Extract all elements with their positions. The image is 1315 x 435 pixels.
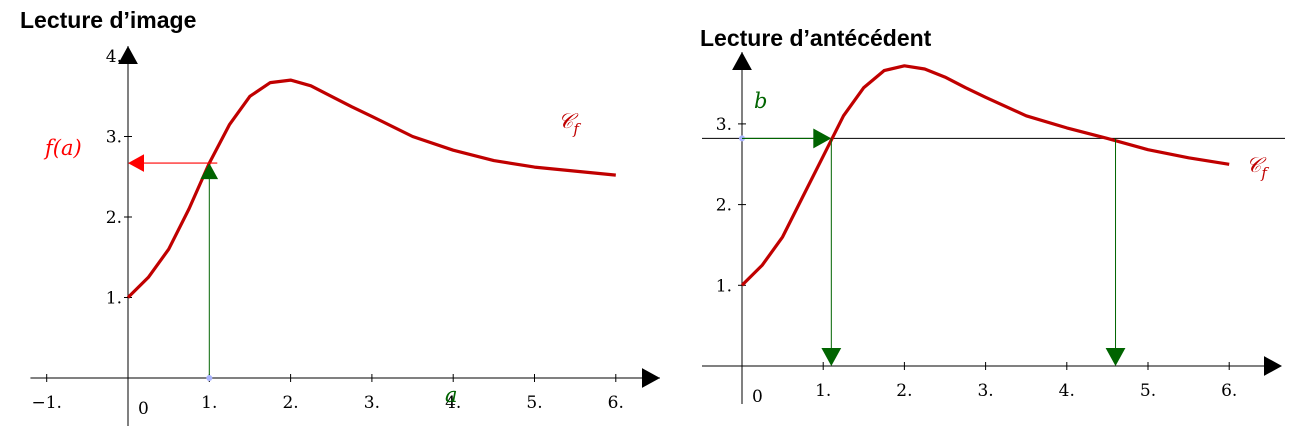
level-label-b: b [754, 89, 767, 113]
x-tick-label: 1. [201, 393, 217, 413]
image-label-fa: f(a) [43, 136, 82, 160]
x-axis-arrow [642, 368, 660, 388]
chart-antecedent-reading: 1. 2. 3. 4. 5. 6. 1. 2. 3. 0 𝒞f b [702, 52, 1285, 407]
y-tick-label: 3. [106, 128, 122, 148]
y-tick-label: 4. [106, 47, 122, 67]
y-axis-arrow [118, 46, 138, 64]
x-tick-label: 6. [608, 393, 624, 413]
x-tick-label: 4. [1059, 381, 1075, 401]
curve-cf [740, 64, 1230, 287]
antecedent-arrowhead-2 [1105, 348, 1126, 366]
x-tick-label: 2. [282, 393, 298, 413]
antecedent-label-a: a [445, 383, 458, 407]
curve-label: 𝒞f [1246, 153, 1269, 182]
reading-arrowhead-left [128, 154, 144, 172]
curve-cf [126, 78, 616, 299]
reading-arrowhead-right [813, 128, 832, 149]
x-tick-label: 2. [896, 381, 912, 401]
x-axis-arrow [1264, 356, 1282, 376]
antecedent-arrowhead-1 [821, 348, 842, 366]
y-tick-label: 2. [106, 208, 122, 228]
x-tick-label: 4. [445, 393, 461, 413]
origin-label: 0 [752, 387, 763, 407]
chart-image-reading: −1. 1. 2. 3. 4. 5. 6. 1. 2. 3. 4. 0 𝒞f f(a) a [30, 46, 660, 426]
curve-label-subscript: f [1260, 164, 1269, 182]
y-tick-label: 3. [716, 115, 732, 135]
chart-2-title: Lecture d’antécédent [700, 25, 932, 51]
x-tick-label: 5. [1140, 381, 1156, 401]
reading-arrowhead-up [200, 163, 219, 180]
x-tick-label: 3. [364, 393, 380, 413]
x-tick-label: 1. [815, 381, 831, 401]
y-tick-label: 1. [716, 276, 732, 296]
x-tick-label: 3. [977, 381, 993, 401]
curve-label-subscript: f [572, 120, 581, 138]
y-tick-label: 1. [106, 289, 122, 309]
point-a-marker [206, 375, 213, 381]
x-tick-label: 6. [1221, 381, 1237, 401]
y-tick-label: 2. [716, 196, 732, 216]
curve-label: 𝒞f [558, 109, 581, 138]
x-tick-label: −1. [31, 393, 61, 413]
chart-1-title: Lecture d’image [20, 7, 196, 33]
origin-label: 0 [138, 399, 149, 419]
y-axis-arrow [732, 52, 752, 70]
x-tick-label: 5. [526, 393, 542, 413]
